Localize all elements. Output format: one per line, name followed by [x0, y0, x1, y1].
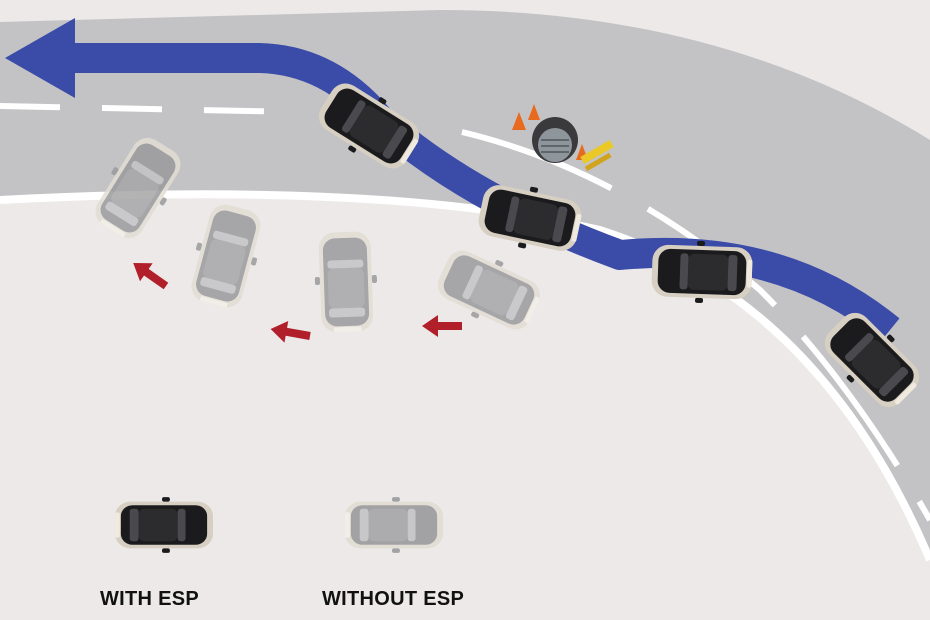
esp-path-arrow-icon	[5, 18, 75, 98]
legend-label-with-esp: WITH ESP	[100, 588, 200, 610]
legend-car-with-esp	[115, 497, 213, 553]
car-without-esp	[313, 230, 379, 334]
skid-direction-arrow-icon	[133, 263, 169, 290]
legend-label-without-esp: WITHOUT ESP	[322, 588, 465, 610]
lane-marking-dashed	[0, 103, 301, 115]
road-edge-inner	[0, 190, 930, 562]
car-with-esp	[650, 239, 754, 305]
warning-barrier-icon	[580, 140, 614, 172]
skid-direction-arrow-icon	[422, 315, 462, 337]
car-without-esp	[183, 199, 269, 313]
manhole-obstacle-icon	[532, 117, 578, 163]
road-curve	[0, 10, 930, 560]
skid-direction-arrow-icon	[270, 320, 311, 343]
legend-car-without-esp	[345, 497, 443, 553]
